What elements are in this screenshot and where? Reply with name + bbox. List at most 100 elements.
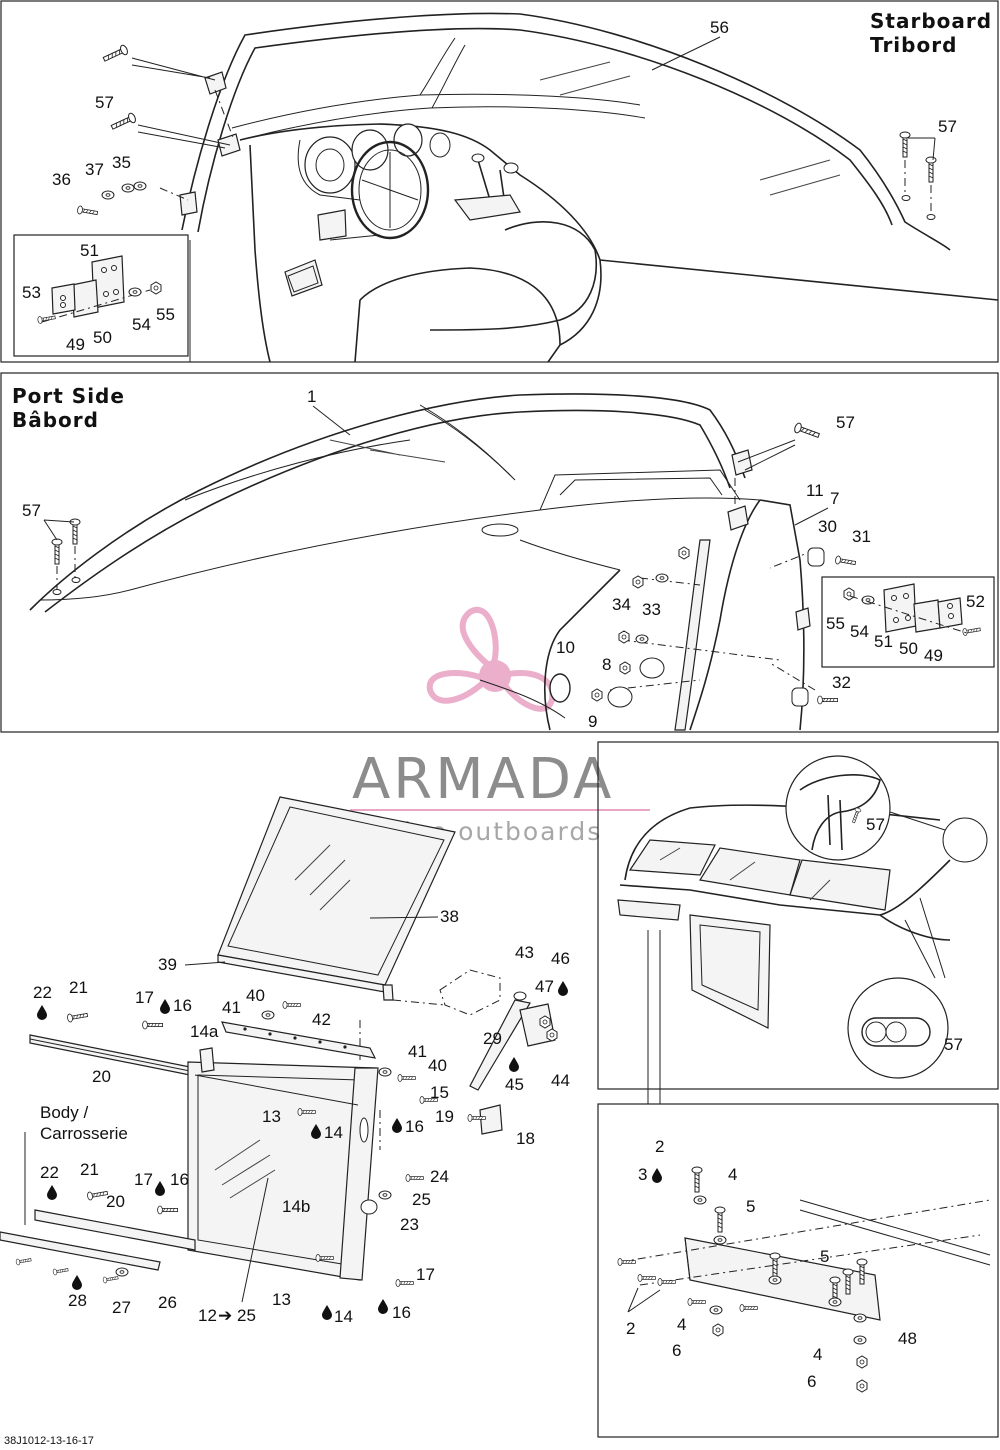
callout-41-a: 41: [222, 998, 241, 1017]
callout-21-a: 21: [69, 978, 88, 997]
callout-54-b: 54: [850, 622, 869, 641]
callout-50-b: 50: [899, 639, 918, 658]
callout-2-b: 2: [626, 1319, 635, 1338]
callout-22-a: 22: [33, 983, 52, 1002]
callout-9: 9: [588, 712, 597, 731]
callout-12: 12: [198, 1306, 217, 1325]
callout-57-b: 57: [938, 117, 957, 136]
callout-12-arrow: ➔: [218, 1306, 232, 1325]
callout-20-b: 20: [106, 1192, 125, 1211]
starboard-panel: Starboard Tribord: [0, 0, 999, 363]
callout-44: 44: [551, 1071, 570, 1090]
hinge-detail-panel: [597, 930, 999, 1438]
callout-35: 35: [112, 153, 131, 172]
callout-16-c: 16: [170, 1170, 189, 1189]
callout-54-a: 54: [132, 315, 151, 334]
callout-56: 56: [710, 18, 729, 37]
callout-14b: 14b: [282, 1197, 310, 1216]
callout-51-a: 51: [80, 241, 99, 260]
callout-14-b: 14: [334, 1307, 353, 1326]
callout-28: 28: [68, 1291, 87, 1310]
callout-47: 47: [535, 977, 554, 996]
callout-50-a: 50: [93, 328, 112, 347]
callout-37: 37: [85, 160, 104, 179]
callout-4-b: 4: [677, 1315, 686, 1334]
callout-32: 32: [832, 673, 851, 692]
callout-29: 29: [483, 1029, 502, 1048]
callout-18: 18: [516, 1129, 535, 1148]
armada-watermark: ARMADA marine outboards: [348, 606, 650, 846]
callout-57-f: 57: [944, 1035, 963, 1054]
callout-16-b: 16: [405, 1117, 424, 1136]
callout-34: 34: [612, 595, 631, 614]
callout-5-b: 5: [820, 1247, 829, 1266]
callout-36: 36: [52, 170, 71, 189]
callout-20-a: 20: [92, 1067, 111, 1086]
callout-40-a: 40: [246, 986, 265, 1005]
callout-53: 53: [22, 283, 41, 302]
callout-17-a: 17: [135, 988, 154, 1007]
callout-57-a: 57: [95, 93, 114, 112]
callout-27: 27: [112, 1298, 131, 1317]
body-label-en: Body /: [40, 1103, 88, 1122]
callouts: 56 57 57 36 37 35 51 53 54 55 49 50 1 57…: [22, 18, 985, 1391]
callout-30: 30: [818, 517, 837, 536]
callout-57-e: 57: [866, 815, 885, 834]
starboard-title-fr: Tribord: [870, 33, 957, 57]
callout-13-a: 13: [262, 1107, 281, 1126]
callout-15: 15: [430, 1083, 449, 1102]
callout-43: 43: [515, 943, 534, 962]
callout-16-a: 16: [173, 996, 192, 1015]
callout-49-a: 49: [66, 335, 85, 354]
callout-21-b: 21: [80, 1160, 99, 1179]
callout-22-b: 22: [40, 1163, 59, 1182]
callout-24: 24: [430, 1167, 449, 1186]
door-exploded-view: [0, 796, 558, 1287]
callout-6-a: 6: [672, 1341, 681, 1360]
callout-33: 33: [642, 600, 661, 619]
callout-5-a: 5: [746, 1197, 755, 1216]
callout-23: 23: [400, 1215, 419, 1234]
callout-1: 1: [307, 387, 316, 406]
callout-7: 7: [830, 489, 839, 508]
callout-17-c: 17: [416, 1265, 435, 1284]
callout-57-c: 57: [836, 413, 855, 432]
callout-46: 46: [551, 949, 570, 968]
watermark-brand: ARMADA: [352, 747, 614, 812]
callout-51-b: 51: [874, 632, 893, 651]
callout-19: 19: [435, 1107, 454, 1126]
callout-14-a: 14: [324, 1123, 343, 1142]
callout-16-d: 16: [392, 1303, 411, 1322]
callout-10: 10: [556, 638, 575, 657]
callout-40-b: 40: [428, 1056, 447, 1075]
callout-8: 8: [602, 655, 611, 674]
callout-17-b: 17: [134, 1170, 153, 1189]
callout-31: 31: [852, 527, 871, 546]
callout-55-b: 55: [826, 614, 845, 633]
assembled-view-panel: [597, 741, 999, 1090]
callout-55-a: 55: [156, 305, 175, 324]
drawing-code: 38J1012-13-16-17: [4, 1435, 94, 1447]
callout-45: 45: [505, 1075, 524, 1094]
callout-41-b: 41: [408, 1042, 427, 1061]
callout-25-end: 25: [237, 1306, 256, 1325]
callout-57-d: 57: [22, 501, 41, 520]
callout-48: 48: [898, 1329, 917, 1348]
port-title-en: Port Side: [12, 384, 125, 408]
callout-4-a: 4: [728, 1165, 737, 1184]
body-label-fr: Carrosserie: [40, 1124, 128, 1143]
callout-39: 39: [158, 955, 177, 974]
propeller-logo-icon: [426, 606, 556, 712]
callout-2-a: 2: [655, 1137, 664, 1156]
callout-26: 26: [158, 1293, 177, 1312]
callout-6-b: 6: [807, 1372, 816, 1391]
callout-52: 52: [966, 592, 985, 611]
callout-11: 11: [806, 481, 824, 500]
callout-25: 25: [412, 1190, 431, 1209]
callout-42: 42: [312, 1010, 331, 1029]
port-panel: Port Side Bâbord: [0, 372, 999, 733]
callout-49-b: 49: [924, 646, 943, 665]
callout-4-c: 4: [813, 1345, 822, 1364]
callout-3: 3: [638, 1165, 647, 1184]
